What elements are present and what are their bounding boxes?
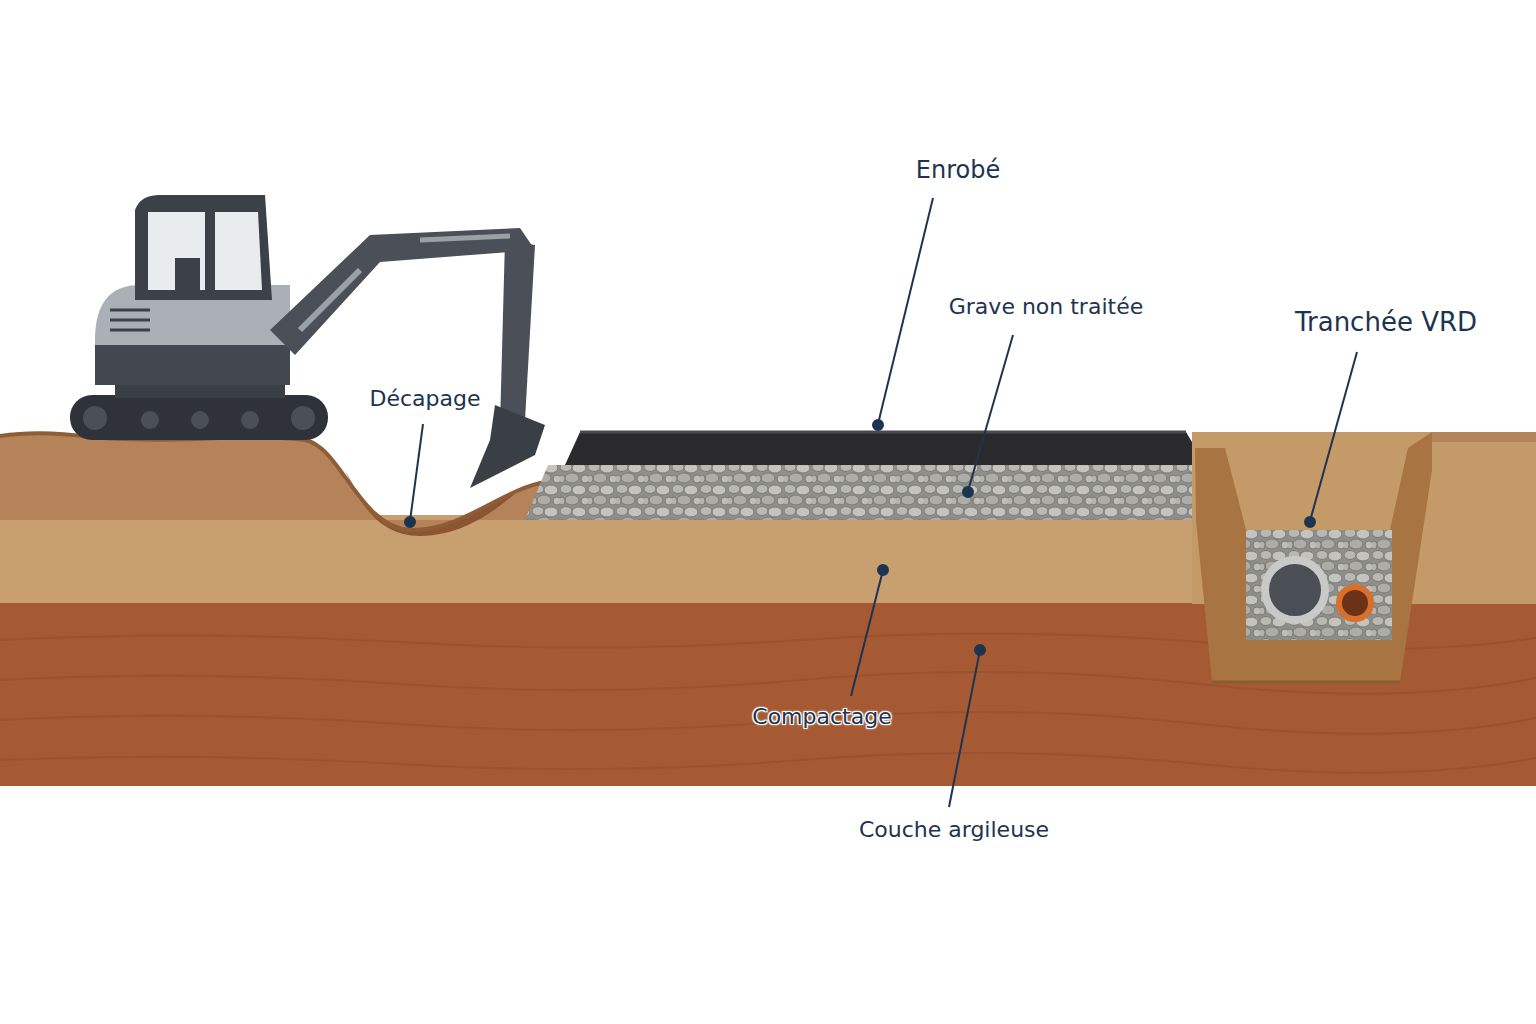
pipe	[1265, 560, 1325, 620]
topsoil	[0, 433, 545, 530]
part-label: Couche argileuse	[859, 817, 1049, 843]
excavator	[70, 195, 545, 488]
pipe	[1339, 587, 1371, 619]
leader-lines	[405, 198, 1357, 807]
part-label: Enrobé	[916, 156, 1000, 185]
part-label: Décapage	[370, 386, 481, 412]
asphalt-layer	[565, 432, 1192, 465]
part-label: Compactage	[752, 704, 891, 730]
part-label: Grave non traitée	[949, 294, 1143, 320]
trench-fill	[1246, 530, 1392, 640]
part-label: Tranchée VRD	[1295, 307, 1477, 338]
trench-walls	[1195, 432, 1432, 682]
gravel-layer	[525, 465, 1192, 520]
